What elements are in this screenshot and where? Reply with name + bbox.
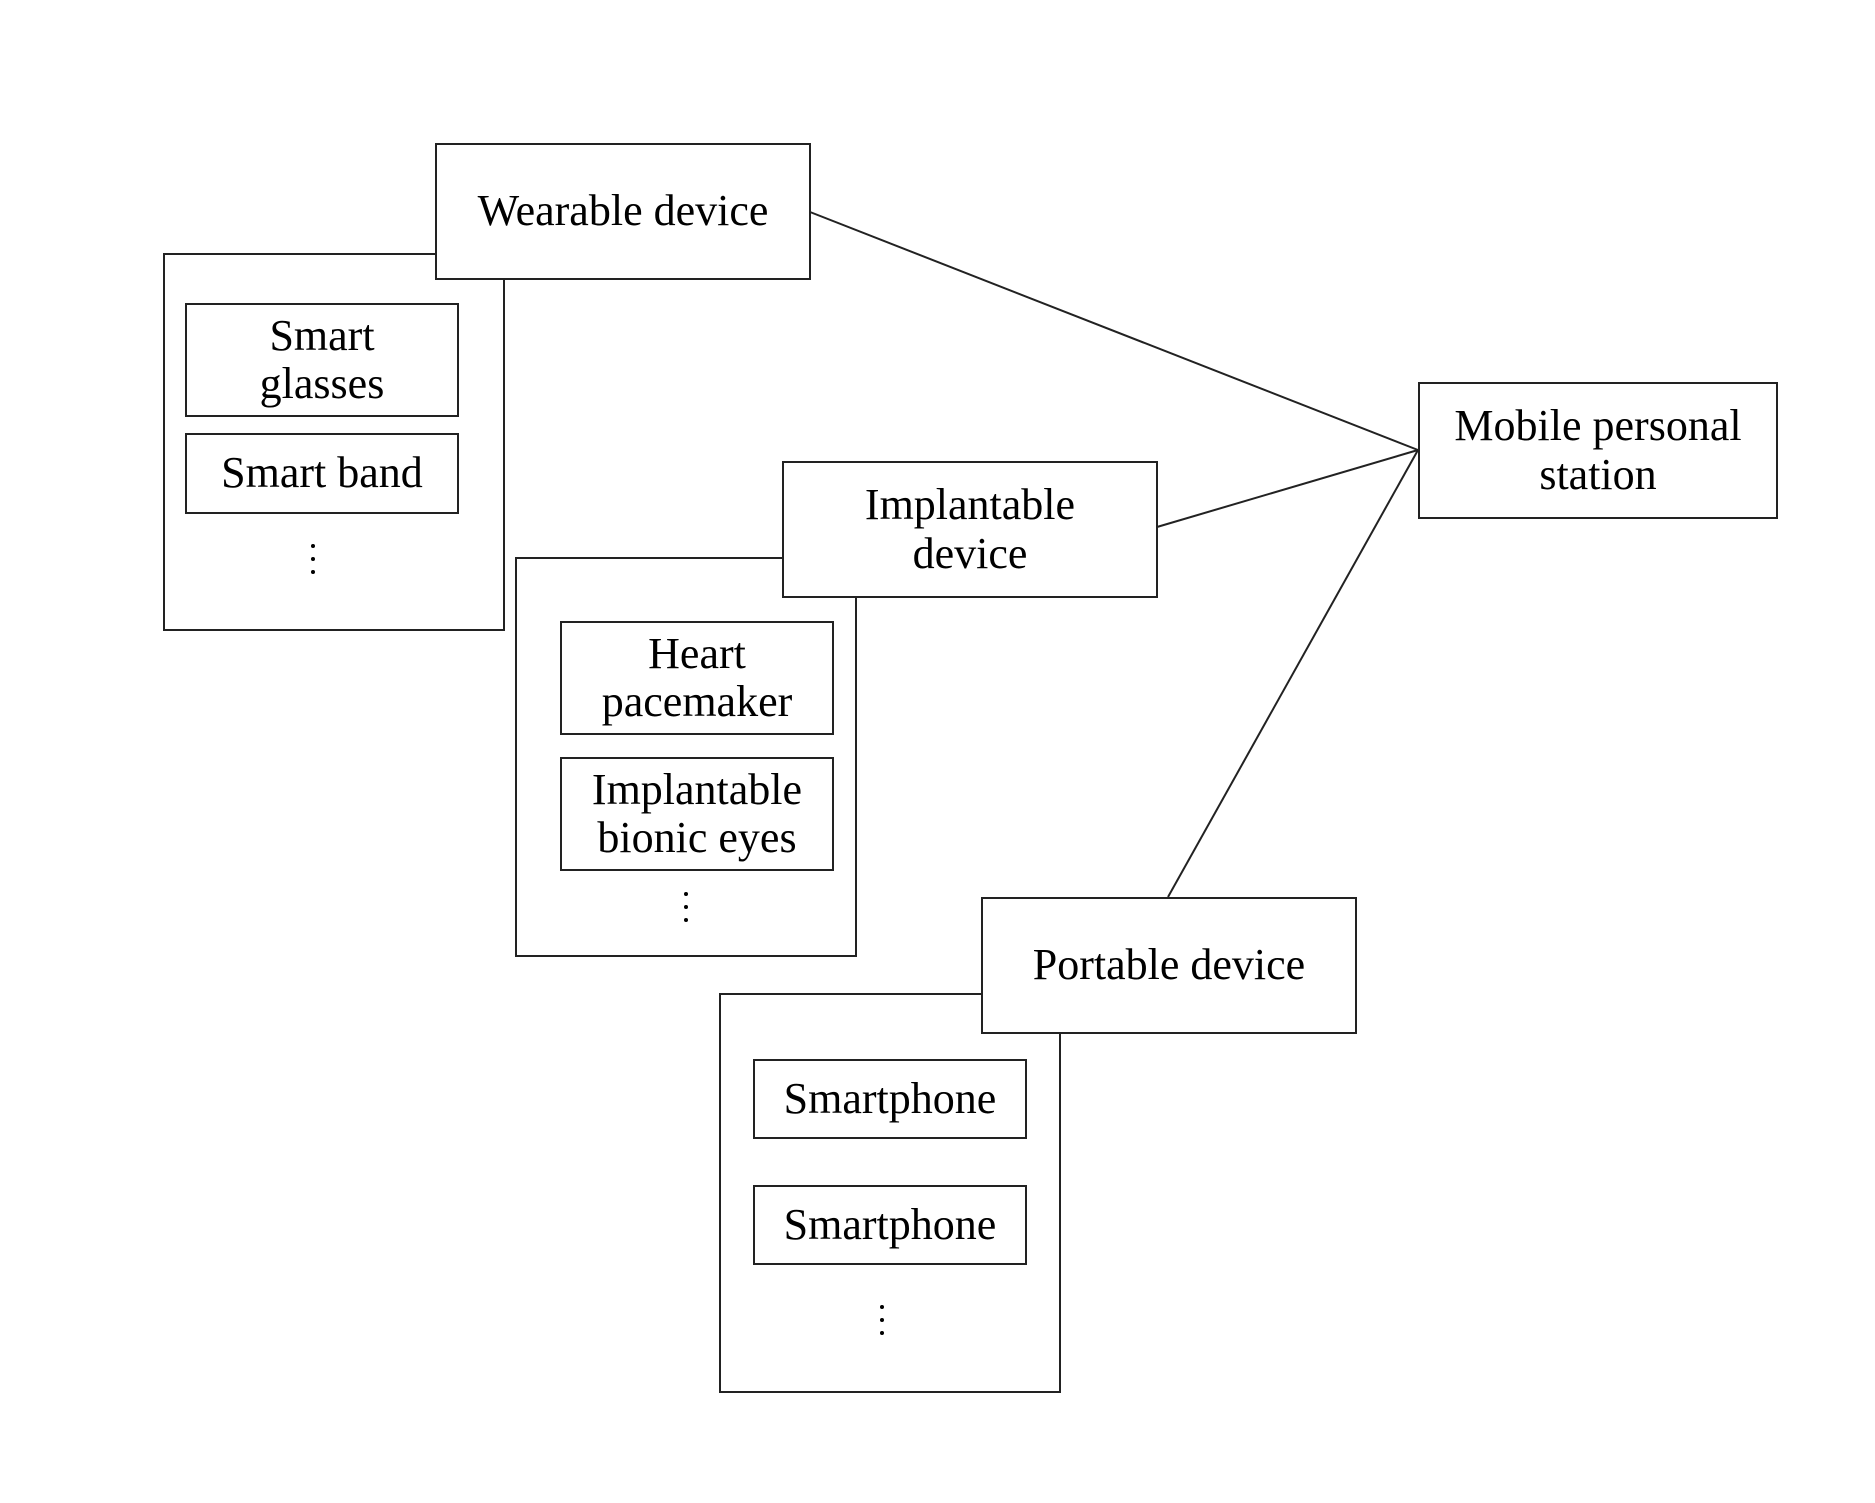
wearable-more-ellipsis [308,544,318,574]
smart-band-item: Smart band [185,433,459,514]
portable-more-ellipsis [877,1305,887,1335]
wearable-to-hub-line [810,212,1418,450]
smart-glasses-item: Smart glasses [185,303,459,417]
mobile-personal-station-box: Mobile personal station [1418,382,1778,519]
implantable-device-box: Implantable device [782,461,1158,598]
implantable-more-ellipsis [681,892,691,922]
smartphone-item-2: Smartphone [753,1185,1027,1265]
smartphone-item-1: Smartphone [753,1059,1027,1139]
portable-to-hub-line [1168,450,1418,897]
heart-pacemaker-item: Heart pacemaker [560,621,834,735]
implantable-to-hub-line [1157,450,1418,527]
wearable-device-box: Wearable device [435,143,811,280]
implantable-bionic-eyes-item: Implantable bionic eyes [560,757,834,871]
portable-device-box: Portable device [981,897,1357,1034]
